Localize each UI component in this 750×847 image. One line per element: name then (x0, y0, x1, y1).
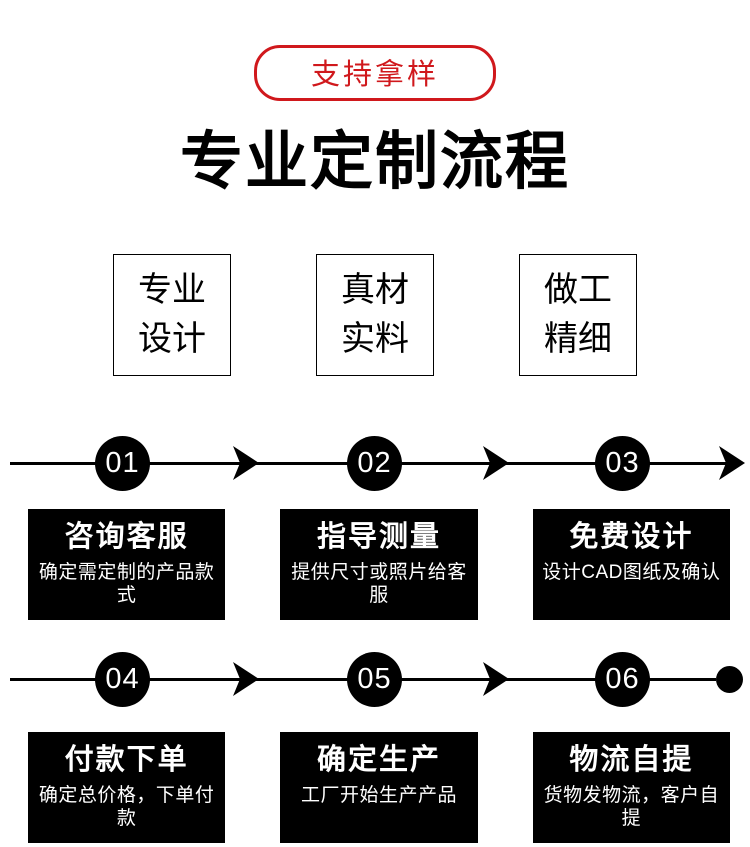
arrow-right-icon (233, 446, 259, 480)
step-title: 免费设计 (569, 521, 694, 553)
step-description: 设计CAD图纸及确认 (542, 562, 721, 584)
arrow-right-icon (233, 661, 259, 696)
flow-end-dot (716, 665, 743, 693)
step-title: 付款下单 (64, 743, 189, 776)
arrow-right-icon (483, 446, 509, 480)
step-description: 确定总价格，下单付款 (38, 785, 215, 829)
feature-line: 真材 (341, 270, 409, 309)
process-flow-row-2: 04 05 06 (0, 651, 750, 707)
page-title: 专业定制流程 (180, 127, 570, 197)
step-number-badge: 01 (95, 436, 150, 491)
step-number-badge: 02 (347, 436, 402, 491)
feature-boxes: 专业 设计 真材 实料 做工 精细 (0, 254, 750, 376)
step-title: 物流自提 (569, 743, 694, 776)
feature-box-design: 专业 设计 (113, 254, 231, 376)
step-number-badge: 05 (347, 651, 402, 707)
step-box-payment: 付款下单 确定总价格，下单付款 (28, 731, 226, 843)
step-number-badge: 03 (595, 436, 650, 491)
step-title: 咨询客服 (64, 521, 189, 553)
step-description: 工厂开始生产产品 (300, 785, 457, 807)
feature-line: 专业 (138, 270, 206, 309)
feature-line: 做工 (544, 270, 612, 309)
feature-box-workmanship: 做工 精细 (519, 254, 637, 376)
feature-line: 实料 (341, 320, 409, 358)
feature-line: 精细 (544, 320, 612, 358)
step-title: 确定生产 (316, 743, 441, 776)
feature-box-material: 真材 实料 (316, 254, 434, 376)
process-step-boxes-row-1: 咨询客服 确定需定制的产品款式 指导测量 提供尺寸或照片给客服 免费设计 设计C… (28, 509, 730, 620)
step-number-badge: 06 (595, 651, 650, 707)
sample-support-badge: 支持拿样 (253, 45, 496, 101)
step-title: 指导测量 (316, 521, 441, 553)
step-box-production: 确定生产 工厂开始生产产品 (280, 731, 478, 843)
step-box-logistics: 物流自提 货物发物流，客户自提 (532, 731, 730, 843)
arrow-right-icon (719, 446, 745, 480)
step-box-consult: 咨询客服 确定需定制的产品款式 (28, 509, 226, 620)
step-description: 确定需定制的产品款式 (38, 562, 215, 607)
step-description: 提供尺寸或照片给客服 (291, 562, 467, 607)
arrow-right-icon (483, 661, 509, 696)
feature-line: 设计 (138, 320, 206, 358)
step-box-free-design: 免费设计 设计CAD图纸及确认 (532, 509, 730, 620)
process-step-boxes-row-2: 付款下单 确定总价格，下单付款 确定生产 工厂开始生产产品 物流自提 货物发物流… (28, 731, 730, 843)
step-box-measure: 指导测量 提供尺寸或照片给客服 (280, 509, 478, 620)
step-description: 货物发物流，客户自提 (543, 785, 720, 829)
process-flow-row-1: 01 02 03 (0, 436, 750, 491)
step-number-badge: 04 (95, 651, 150, 707)
